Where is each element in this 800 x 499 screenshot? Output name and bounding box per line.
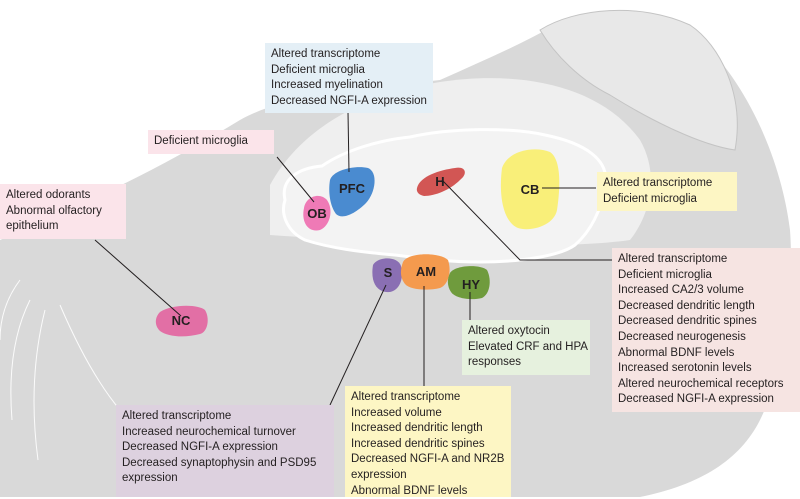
box-pfc: Altered transcriptome Deficient microgli… [265, 43, 433, 114]
region-h [416, 167, 465, 196]
box-line: Decreased synaptophysin and PSD95 [122, 456, 317, 469]
box-h: Altered transcriptome Deficient microgli… [612, 248, 800, 412]
box-line: Altered transcriptome [122, 410, 232, 422]
box-line: Decreased NGFI-A expression [271, 94, 427, 107]
box-line: Decreased dendritic spines [618, 315, 757, 328]
label-hy: HY [461, 277, 481, 292]
box-line: Decreased dendritic length [618, 299, 755, 312]
box-line: Increased dendritic length [351, 422, 483, 435]
box-line: Decreased NGFI-A expression [122, 441, 278, 454]
box-line: Altered transcriptome [603, 177, 713, 189]
box-line: expression [351, 468, 407, 481]
box-line: Altered odorants [6, 189, 91, 201]
box-line: Increased neurochemical turnover [122, 425, 296, 438]
label-pfc: PFC [339, 181, 365, 196]
box-line: Deficient microglia [618, 268, 712, 281]
label-cb: CB [520, 182, 540, 197]
box-line: Increased CA2/3 volume [618, 284, 744, 297]
label-am: AM [415, 264, 437, 279]
box-nc: Altered odorants Abnormal olfactory epit… [0, 184, 126, 239]
box-line: epithelium [6, 220, 59, 233]
box-line: Altered transcriptome [271, 48, 381, 60]
leader-nc [94, 239, 182, 317]
region-am [400, 254, 450, 290]
region-pfc [329, 167, 375, 217]
box-line: Increased serotonin levels [618, 362, 752, 375]
box-line: Deficient microglia [603, 192, 697, 205]
leader-h [441, 179, 612, 261]
box-line: Decreased NGFI-A and NR2B [351, 453, 505, 466]
label-h: H [435, 174, 445, 189]
label-ob: OB [307, 206, 327, 221]
leader-s [329, 284, 387, 406]
region-ob [303, 195, 331, 231]
box-line: Decreased neurogenesis [618, 330, 746, 343]
box-line: Deficient microglia [271, 63, 365, 76]
region-nc [155, 305, 208, 337]
box-hy: Altered oxytocin Elevated CRF and HPA re… [462, 320, 590, 375]
box-s: Altered transcriptome Increased neuroche… [116, 405, 334, 497]
box-am: Altered transcriptome Increased volume I… [345, 386, 511, 497]
region-cb [500, 149, 560, 230]
box-line: Increased myelination [271, 79, 383, 92]
box-ob: Deficient microglia [148, 130, 274, 154]
box-cb: Altered transcriptome Deficient microgli… [597, 172, 737, 212]
rat-ear [539, 9, 738, 151]
box-line: Altered transcriptome [351, 391, 461, 403]
box-line: Abnormal BDNF levels [618, 346, 735, 359]
region-s [372, 258, 402, 293]
label-s: S [383, 265, 393, 280]
box-line: Abnormal BDNF levels [351, 484, 468, 497]
box-line: responses [468, 356, 522, 369]
region-hy [447, 266, 490, 300]
box-line: Altered neurochemical receptors [618, 377, 784, 390]
box-line: Elevated CRF and HPA [468, 340, 588, 353]
box-line: Altered transcriptome [618, 253, 728, 265]
box-line: Decreased NGFI-A expression [618, 393, 774, 406]
box-line: Abnormal olfactory [6, 204, 102, 217]
leader-ob [276, 156, 315, 203]
box-line: Increased volume [351, 406, 442, 419]
whiskers [0, 279, 121, 461]
box-line: Altered oxytocin [468, 325, 550, 337]
leader-lines [94, 111, 612, 406]
box-line: Deficient microglia [154, 135, 248, 147]
box-line: expression [122, 472, 178, 485]
leader-pfc [347, 111, 350, 173]
label-nc: NC [171, 313, 191, 328]
box-line: Increased dendritic spines [351, 437, 485, 450]
